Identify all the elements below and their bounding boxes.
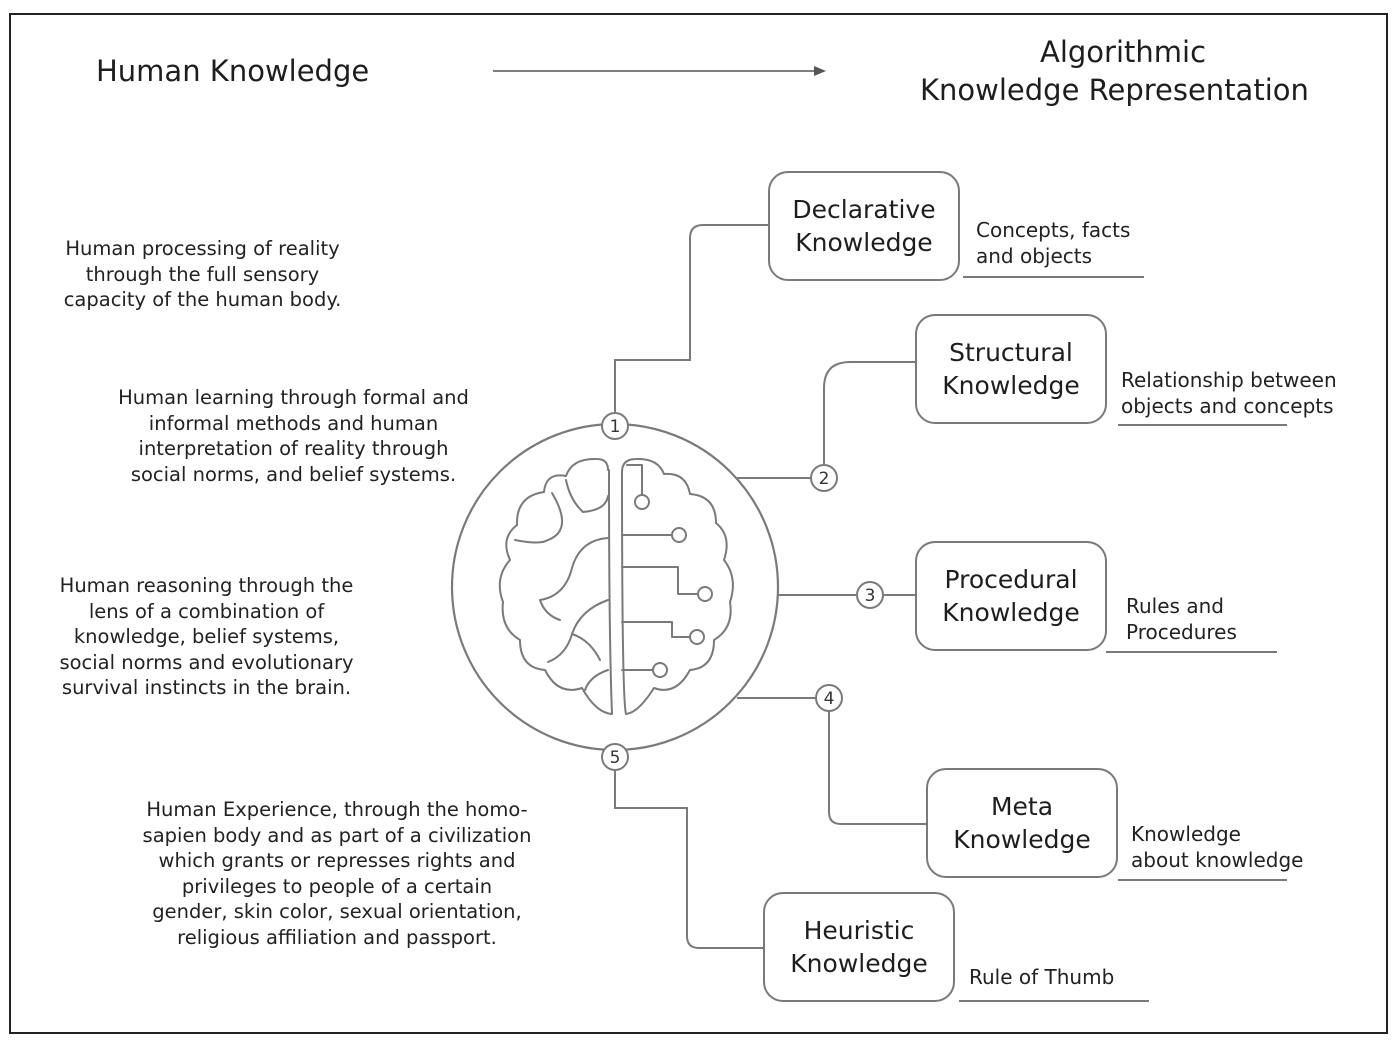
description-learning: Human learning through formal and inform… bbox=[118, 386, 469, 486]
heuristic-note: Rule of Thumb bbox=[969, 965, 1115, 989]
algorithmic-title-line1: Algorithmic bbox=[1040, 35, 1207, 69]
heuristic-knowledge-box: Heuristic Knowledge bbox=[763, 892, 955, 1002]
description-experience: Human Experience, through the homo- sapi… bbox=[142, 798, 532, 949]
badge-5: 5 bbox=[601, 743, 629, 771]
svg-text:2: 2 bbox=[819, 469, 830, 489]
brain-circuit-icon bbox=[498, 457, 734, 715]
svg-text:1: 1 bbox=[610, 417, 621, 437]
badge-3: 3 bbox=[856, 581, 884, 609]
svg-text:5: 5 bbox=[610, 748, 621, 768]
meta-note: Knowledge about knowledge bbox=[1131, 822, 1304, 872]
meta-knowledge-box: Meta Knowledge bbox=[926, 768, 1118, 878]
meta-note-underline bbox=[1118, 879, 1287, 881]
arrow-right-icon bbox=[493, 66, 826, 76]
description-sensory: Human processing of reality through the … bbox=[63, 237, 342, 312]
procedural-knowledge-box: Procedural Knowledge bbox=[915, 541, 1107, 651]
human-knowledge-title: Human Knowledge bbox=[96, 54, 370, 88]
badge-2: 2 bbox=[810, 464, 838, 492]
structural-note-underline bbox=[1118, 424, 1287, 426]
procedural-note: Rules and Procedures bbox=[1126, 594, 1237, 644]
heuristic-note-underline bbox=[959, 1000, 1149, 1002]
brain-circle bbox=[450, 422, 780, 752]
structural-knowledge-box: Structural Knowledge bbox=[915, 314, 1107, 424]
badge-4: 4 bbox=[815, 684, 843, 712]
svg-text:4: 4 bbox=[824, 689, 835, 709]
description-reasoning: Human reasoning through the lens of a co… bbox=[59, 574, 354, 700]
declarative-knowledge-box: Declarative Knowledge bbox=[768, 171, 960, 281]
diagram-frame bbox=[9, 13, 1388, 1034]
structural-note: Relationship between objects and concept… bbox=[1121, 368, 1337, 418]
badge-1: 1 bbox=[601, 412, 629, 440]
declarative-note: Concepts, facts and objects bbox=[976, 218, 1131, 268]
svg-text:3: 3 bbox=[865, 586, 876, 606]
algorithmic-title-line2: Knowledge Representation bbox=[920, 73, 1309, 107]
procedural-note-underline bbox=[1106, 651, 1277, 653]
declarative-note-underline bbox=[963, 276, 1144, 278]
